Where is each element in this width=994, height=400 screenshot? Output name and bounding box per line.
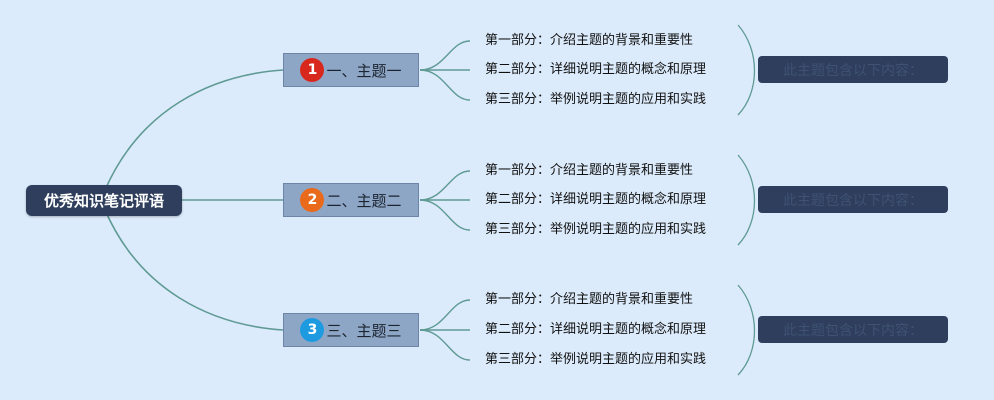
topic-node-1[interactable]: 1 一、主题一 — [283, 53, 419, 87]
summary-label: 此主题包含以下内容： — [783, 192, 923, 209]
subtopic-node[interactable]: 第三部分：举例说明主题的应用和实践 — [485, 92, 707, 107]
subtopic-node[interactable]: 第三部分：举例说明主题的应用和实践 — [485, 222, 707, 237]
number-1-badge-icon: 1 — [300, 58, 325, 82]
summary-label: 此主题包含以下内容： — [783, 62, 923, 79]
subtopic-node[interactable]: 第一部分：介绍主题的背景和重要性 — [485, 33, 694, 48]
link-topic-3-leaf-1 — [419, 299, 471, 331]
subtopic-node[interactable]: 第二部分：详细说明主题的概念和原理 — [485, 322, 707, 337]
summary-bracket-3 — [737, 284, 756, 376]
subtopic-node[interactable]: 第二部分：详细说明主题的概念和原理 — [485, 192, 707, 207]
link-topic-1-leaf-3 — [419, 69, 471, 101]
subtopic-node[interactable]: 第三部分：举例说明主题的应用和实践 — [485, 352, 707, 367]
link-topic-2-leaf-1 — [419, 170, 471, 201]
subtopic-node[interactable]: 第二部分：详细说明主题的概念和原理 — [485, 62, 707, 77]
root-label: 优秀知识笔记评语 — [43, 192, 164, 210]
topic-node-2[interactable]: 2 二、主题二 — [283, 183, 419, 217]
summary-bracket-1 — [737, 24, 756, 116]
summary-label: 此主题包含以下内容： — [783, 322, 923, 339]
subtopic-node[interactable]: 第一部分：介绍主题的背景和重要性 — [485, 292, 694, 307]
summary-node[interactable]: 此主题包含以下内容： — [758, 56, 948, 83]
topic-node-3[interactable]: 3 三、主题三 — [283, 313, 419, 347]
subtopic-node[interactable]: 第一部分：介绍主题的背景和重要性 — [485, 163, 694, 178]
link-topic-1-leaf-1 — [419, 40, 471, 71]
topic-label: 一、主题一 — [326, 61, 402, 80]
link-topic-2-leaf-3 — [419, 199, 471, 231]
link-root-topic-1 — [104, 69, 284, 191]
link-root-topic-3 — [104, 209, 284, 331]
number-2-badge-icon: 2 — [300, 188, 325, 212]
summary-node[interactable]: 此主题包含以下内容： — [758, 316, 948, 343]
number-3-badge-icon: 3 — [300, 318, 325, 342]
topic-label: 三、主题三 — [326, 321, 402, 340]
summary-node[interactable]: 此主题包含以下内容： — [758, 186, 948, 213]
root-node[interactable]: 优秀知识笔记评语 — [26, 185, 182, 216]
topic-label: 二、主题二 — [326, 191, 402, 210]
link-topic-3-leaf-3 — [419, 329, 471, 361]
summary-bracket-2 — [737, 154, 756, 246]
